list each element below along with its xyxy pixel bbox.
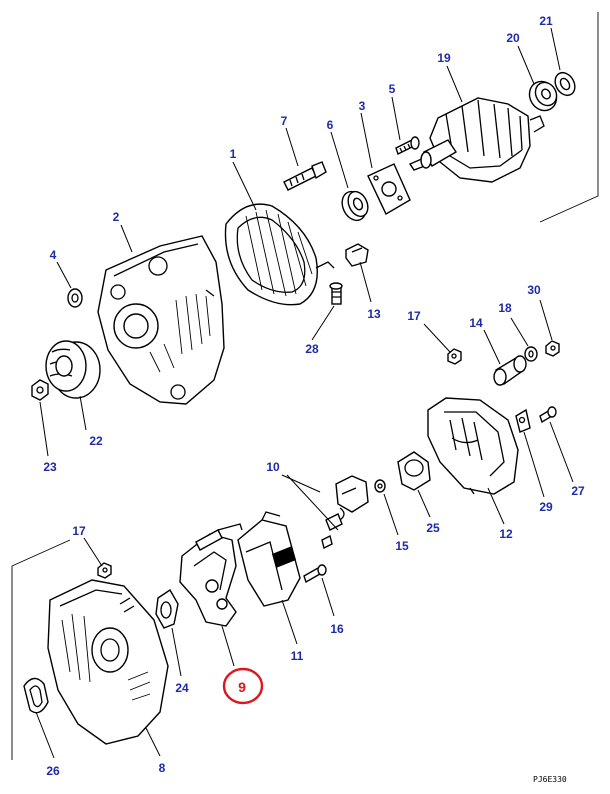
callout-9: 9 [238,679,246,695]
leader-lines [35,27,574,759]
part-5-screw [395,136,420,155]
part-2-front-housing [97,235,225,405]
callout-20: 20 [506,31,520,45]
part-22-pulley [45,340,101,399]
callout-16: 16 [330,622,344,636]
callout-30: 30 [527,283,541,297]
callout-18: 18 [498,301,512,315]
callout-2: 2 [113,210,120,224]
callout-6: 6 [327,118,334,132]
callout-14: 14 [469,316,483,330]
part-25-cap [397,451,431,491]
callout-3: 3 [359,99,366,113]
callout-4: 4 [50,248,57,262]
part-30-nut [545,340,560,357]
callout-numbers: 1 2 3 4 5 6 7 8 9 10 11 12 13 14 15 16 1… [43,14,585,778]
part-3-plate [367,163,411,215]
part-17-nut-upper [447,348,462,365]
part-27-screw [539,406,557,424]
part-17-nut-lower [97,562,112,579]
callout-12: 12 [499,527,513,541]
callout-29: 29 [539,500,553,514]
part-16-screw [303,564,327,584]
part-20-bearing [528,80,558,112]
part-6-bearing [341,190,369,222]
part-15-screw [374,479,386,493]
part-19-rotor [408,97,545,183]
callout-17-upper: 17 [407,309,421,323]
part-7-bolt [283,161,327,191]
callout-10: 10 [266,460,280,474]
part-12-rear-cover [427,397,519,495]
part-28-screw [329,282,343,305]
part-13-terminal [345,243,369,267]
part-9-rectifier [179,523,243,627]
callout-8: 8 [159,761,166,775]
part-14-bushing [493,355,527,386]
callout-7: 7 [281,114,288,128]
callout-17-lower: 17 [72,524,86,538]
part-10-brush-holder [321,475,369,550]
callout-27: 27 [571,484,585,498]
highlight-circle [222,667,264,705]
part-24-gasket [155,589,179,629]
part-23-nut [31,379,49,401]
part-4-washer [67,288,83,308]
part-1-stator [224,203,335,306]
callout-19: 19 [437,51,451,65]
part-21-ring [554,71,576,97]
callout-26: 26 [46,764,60,778]
callout-13: 13 [367,307,381,321]
part-29-bracket [515,408,531,433]
part-26-seal [23,677,49,714]
callout-15: 15 [395,539,409,553]
callout-23: 23 [43,460,57,474]
callout-25: 25 [426,521,440,535]
part-8-rear-housing [47,579,169,745]
callout-21: 21 [539,14,553,28]
frame-lines [11,12,599,760]
drawing-code: PJ6E330 [533,775,567,784]
callout-28: 28 [305,342,319,356]
callout-1: 1 [230,147,237,161]
callout-22: 22 [89,434,103,448]
callout-11: 11 [291,649,304,663]
callout-24: 24 [175,681,189,695]
part-11-regulator [237,511,301,607]
callout-5: 5 [389,82,396,96]
part-18-washer [524,346,538,362]
